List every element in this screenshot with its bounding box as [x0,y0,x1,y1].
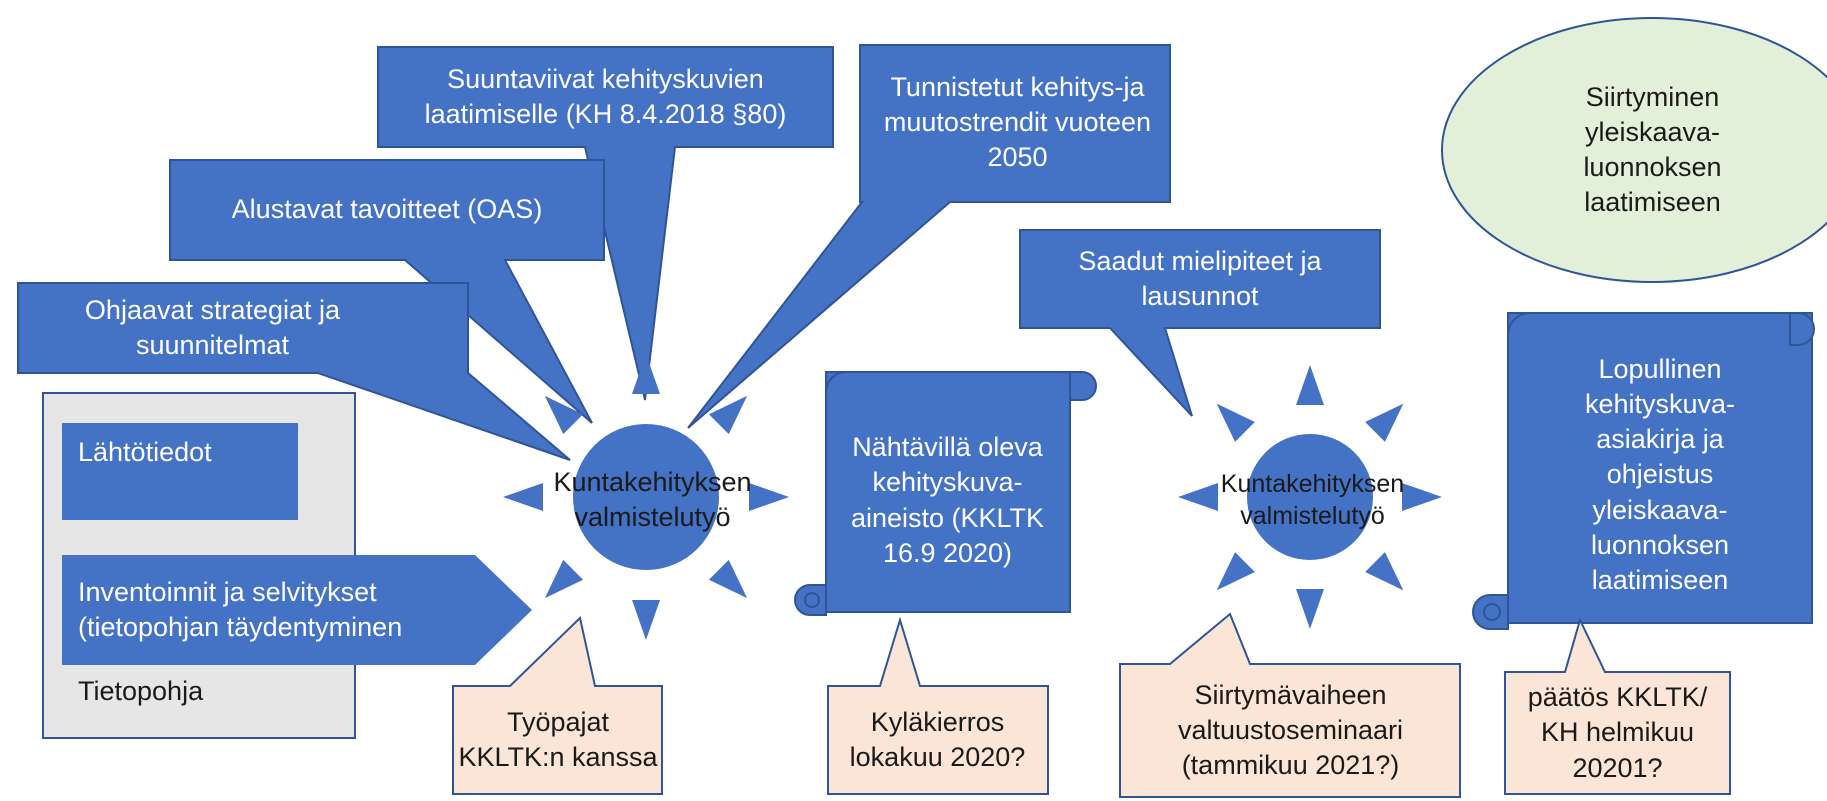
callout-trends-text: Tunnistetut kehitys-ja muutostrendit vuo… [883,71,1152,173]
sun-shape-1 [503,354,789,640]
sun-label-2: Kuntakehityksen valmistelutyö [1220,469,1405,531]
callout-prelim-goals-text: Alustavat tavoitteet (OAS) [231,194,543,225]
event-seminar-text: Siirtymävaiheen valtuustoseminaari (tamm… [1177,679,1404,781]
callout-trends-shape [687,44,1171,429]
callout-opinions-shape [1019,229,1381,417]
source-data-label: Lähtötiedot [78,437,212,468]
callout-workshops-shape [452,616,663,795]
sun-label-1: Kuntakehityksen valmistelutyö [553,466,752,532]
event-workshops-text: Työpajat KKLTK:n kanssa [458,706,658,772]
scroll-final-text: Lopullinen kehityskuva-asiakirja ja ohje… [1584,354,1736,595]
callout-guidelines-text: Suuntaviivat kehityskuvien laatimiselle … [424,63,787,129]
knowledge-base-label: Tietopohja [78,676,204,707]
transition-ellipse [1441,17,1827,283]
callout-village-tour-shape [827,616,1049,795]
transition-text: Siirtyminen yleiskaava-luonnoksen laatim… [1583,81,1722,218]
source-data-box [62,423,298,520]
event-village-tour-text: Kyläkierros lokakuu 2020? [849,706,1026,772]
scroll-display-shape [794,371,1097,616]
callout-seminar-shape [1119,612,1461,798]
callout-opinions-text: Saadut mielipiteet ja lausunnot [1078,245,1322,311]
inventories-label: Inventoinnit ja selvitykset (tietopohjan… [78,576,403,642]
callout-strategies-shape [17,282,571,461]
scroll-display-text: Nähtävillä oleva kehityskuva-aineisto (K… [850,432,1045,568]
inventories-arrow [62,555,532,665]
event-decision-text: päätös KKLTK/ KH helmikuu 20201? [1527,682,1708,783]
callout-guidelines-shape [377,46,834,401]
callout-prelim-goals-shape [169,159,605,424]
callout-decision-shape [1504,617,1731,795]
sun-shape-2 [1178,365,1442,629]
callout-strategies-text: Ohjaavat strategiat ja suunnitelmat [84,294,341,360]
scroll-final-shape [1472,312,1815,630]
